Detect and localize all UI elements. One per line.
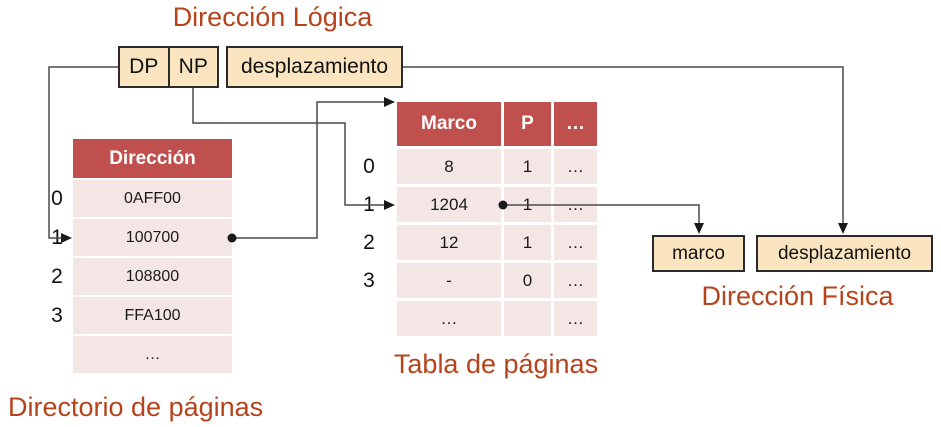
physical-offset-field: desplazamiento [756, 235, 933, 272]
table-row: FFA100 [73, 297, 232, 334]
logical-address-title: Dirección Lógica [172, 2, 373, 32]
page-table-row-index: 1 [363, 193, 375, 216]
table-row: 100700 [73, 219, 232, 256]
page-table-row-index: 0 [363, 155, 375, 178]
directory-caption: Directorio de páginas [8, 392, 264, 422]
table-row: 8 1 … [397, 149, 597, 184]
column-header: Marco [397, 102, 501, 146]
arrowhead-into-pagetable-row [384, 200, 395, 210]
arrowhead-into-offset-box [838, 223, 848, 234]
directory-table-header: Dirección [73, 139, 232, 178]
logical-offset-field: desplazamiento [226, 46, 403, 88]
np-field: NP [167, 48, 218, 86]
physical-frame-field: marco [652, 235, 745, 272]
page-table: Marco P … 8 1 … 1204 1 … 12 1 … - 0 … … … [397, 102, 597, 336]
page-table-header-row: Marco P … [397, 102, 597, 146]
arrowhead-into-frame-box [694, 223, 704, 234]
arrowhead-into-pagetable-top [384, 97, 395, 107]
table-row: … … [397, 301, 597, 336]
directory-row-index: 3 [51, 304, 63, 327]
column-header: P [504, 102, 551, 146]
column-header: … [554, 102, 597, 146]
directory-row-index: 2 [51, 265, 63, 288]
page-table-caption: Tabla de páginas [393, 349, 599, 379]
directory-row-index: 0 [51, 187, 63, 210]
table-row: 12 1 … [397, 225, 597, 260]
directory-row-index: 1 [51, 226, 63, 249]
page-table-row-index: 2 [363, 231, 375, 254]
physical-address-title: Dirección Física [701, 281, 894, 311]
table-row: 1204 1 … [397, 187, 597, 222]
dp-field: DP [129, 55, 159, 78]
table-row: 0AFF00 [73, 180, 232, 217]
directory-table: Dirección 0AFF00 100700 108800 FFA100 … [73, 139, 232, 373]
page-table-row-index: 3 [363, 269, 375, 292]
table-row: - 0 … [397, 263, 597, 298]
logical-address-dp-np-box: DP NP [118, 46, 219, 88]
table-row: 108800 [73, 258, 232, 295]
table-row: … [73, 336, 232, 373]
